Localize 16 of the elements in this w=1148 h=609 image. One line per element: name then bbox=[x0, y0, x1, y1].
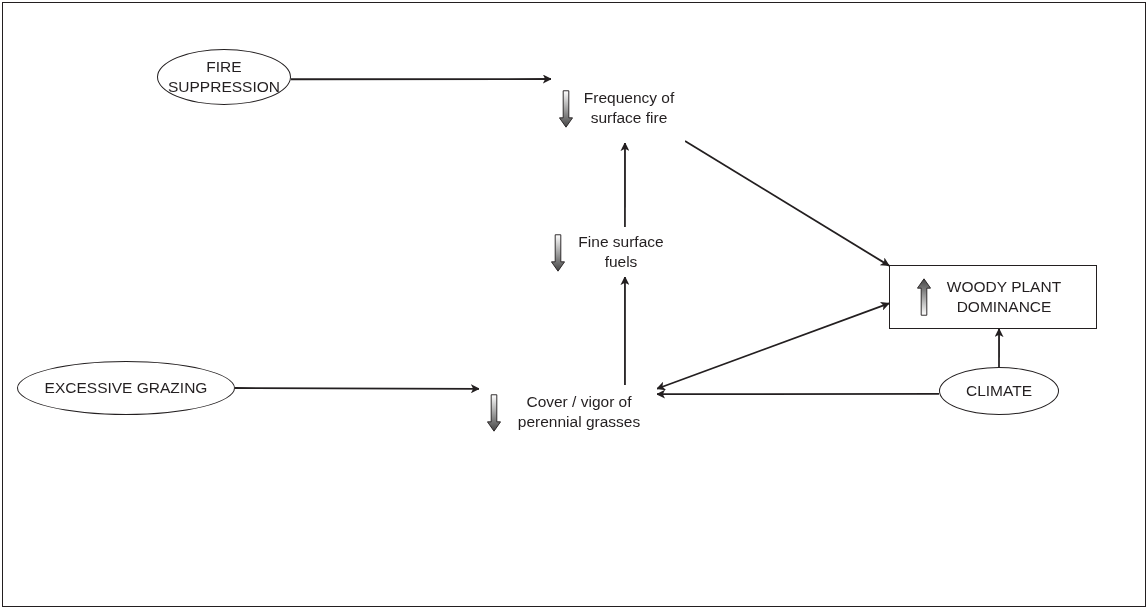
arrow bbox=[620, 276, 630, 386]
arrow bbox=[234, 384, 480, 394]
arrow bbox=[620, 142, 630, 228]
node-text: Cover / vigor of perennial grasses bbox=[516, 391, 642, 432]
node-text: Frequency of surface fire bbox=[582, 87, 676, 128]
node-text: WOODY PLANT DOMINANCE bbox=[945, 276, 1063, 317]
arrow bbox=[656, 389, 940, 399]
arrow bbox=[684, 140, 890, 267]
node-text: CLIMATE bbox=[966, 380, 1032, 401]
node-text: Fine surface fuels bbox=[577, 231, 665, 272]
node-text: FIRE SUPPRESSION bbox=[167, 56, 281, 97]
arrow bbox=[656, 301, 890, 391]
outcome-box bbox=[889, 265, 1097, 329]
node-text: EXCESSIVE GRAZING bbox=[44, 377, 208, 398]
arrow bbox=[290, 74, 552, 84]
arrow bbox=[994, 328, 1004, 368]
